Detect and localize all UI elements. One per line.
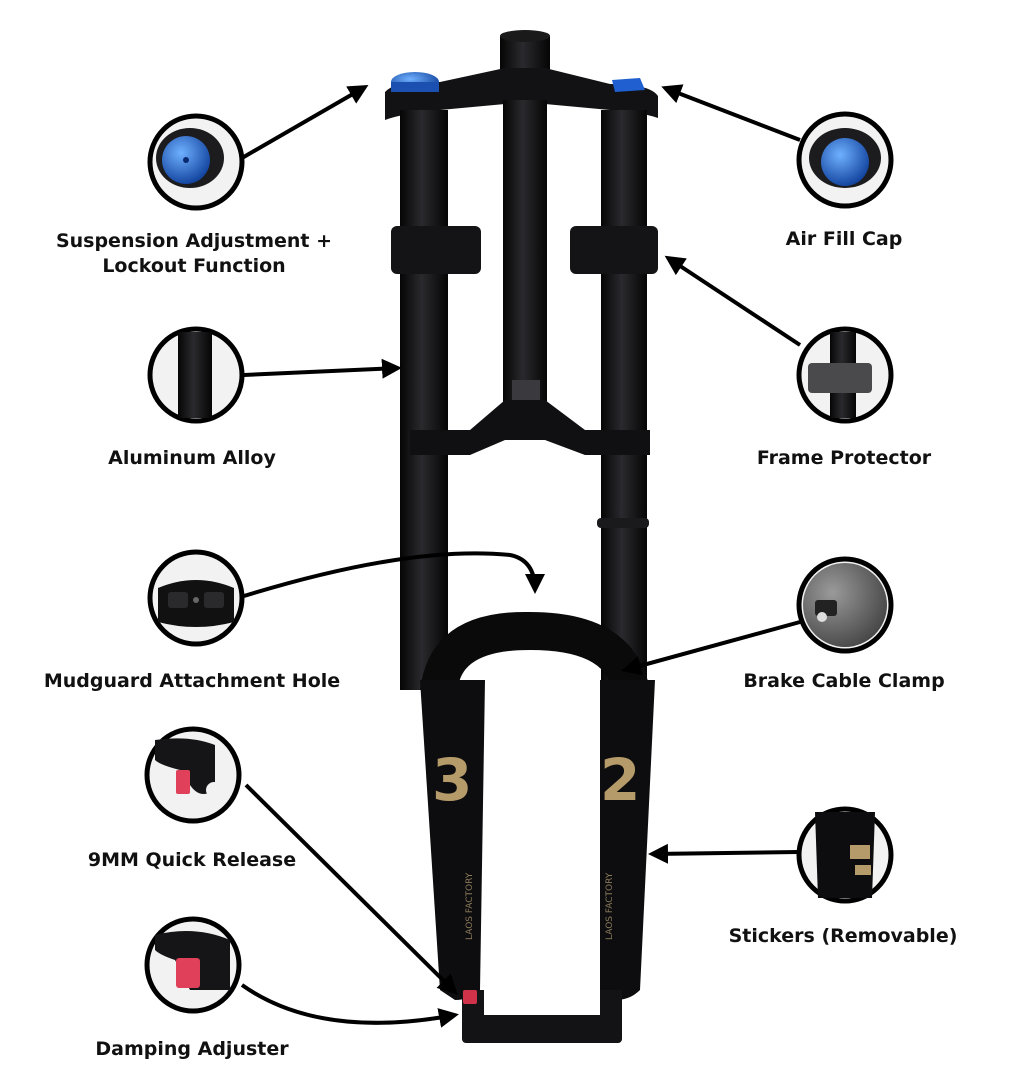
- axle: [462, 1015, 622, 1043]
- left-stanchion: [400, 110, 448, 690]
- tube-icon: [147, 326, 245, 424]
- label-aluminum: Aluminum Alloy: [108, 447, 276, 469]
- label-stickers: Stickers (Removable): [728, 925, 958, 947]
- arrow-mudguard: [243, 551, 545, 598]
- right-stanchion: [601, 110, 647, 690]
- protector-icon: [796, 326, 894, 424]
- left-lower-leg: [420, 680, 485, 1000]
- arrow-suspension: [241, 85, 369, 160]
- arrow-stickers: [648, 843, 799, 864]
- label-quick-release: 9MM Quick Release: [87, 849, 297, 871]
- label-suspension: Suspension Adjustment + Lockout Function: [55, 230, 333, 277]
- lower-crown: [410, 400, 650, 455]
- label-mudguard: Mudguard Attachment Hole: [43, 670, 341, 692]
- top-crown: [385, 68, 658, 120]
- label-damping: Damping Adjuster: [95, 1038, 289, 1060]
- arrow-damping: [240, 983, 459, 1028]
- air-valve-cap: [612, 78, 645, 92]
- dropout-icon: [144, 726, 242, 824]
- decal-left: 3: [432, 746, 472, 814]
- brand-text-right: LAOS FACTORY: [605, 872, 615, 940]
- damping-knob-icon: [144, 916, 242, 1014]
- cable-clamp-icon: [796, 556, 894, 654]
- lower-arch: [420, 611, 650, 690]
- arrow-air-fill: [661, 84, 801, 142]
- air-cap-icon: [796, 111, 894, 209]
- frame-protector-left: [391, 226, 481, 274]
- label-air-fill: Air Fill Cap: [785, 228, 903, 250]
- arrow-frame-protector: [664, 255, 802, 347]
- callout-arrows: [240, 84, 802, 1028]
- knob-icon: [147, 113, 245, 211]
- right-lower-leg: [600, 680, 655, 1000]
- brand-text-left: LAOS FACTORY: [465, 872, 475, 940]
- label-frame-protector: Frame Protector: [756, 447, 932, 469]
- suspension-fork: 3 2 LAOS FACTORY LAOS FACTORY: [385, 30, 658, 1043]
- arrow-brake-clamp: [621, 620, 801, 676]
- decal-right: 2: [600, 746, 640, 814]
- label-brake-clamp: Brake Cable Clamp: [743, 670, 945, 692]
- mount-hole-icon: [147, 549, 245, 647]
- frame-protector-right: [570, 226, 658, 274]
- arrow-quick-release: [244, 783, 458, 995]
- sticker-icon: [796, 806, 894, 904]
- arrow-aluminum: [243, 358, 402, 379]
